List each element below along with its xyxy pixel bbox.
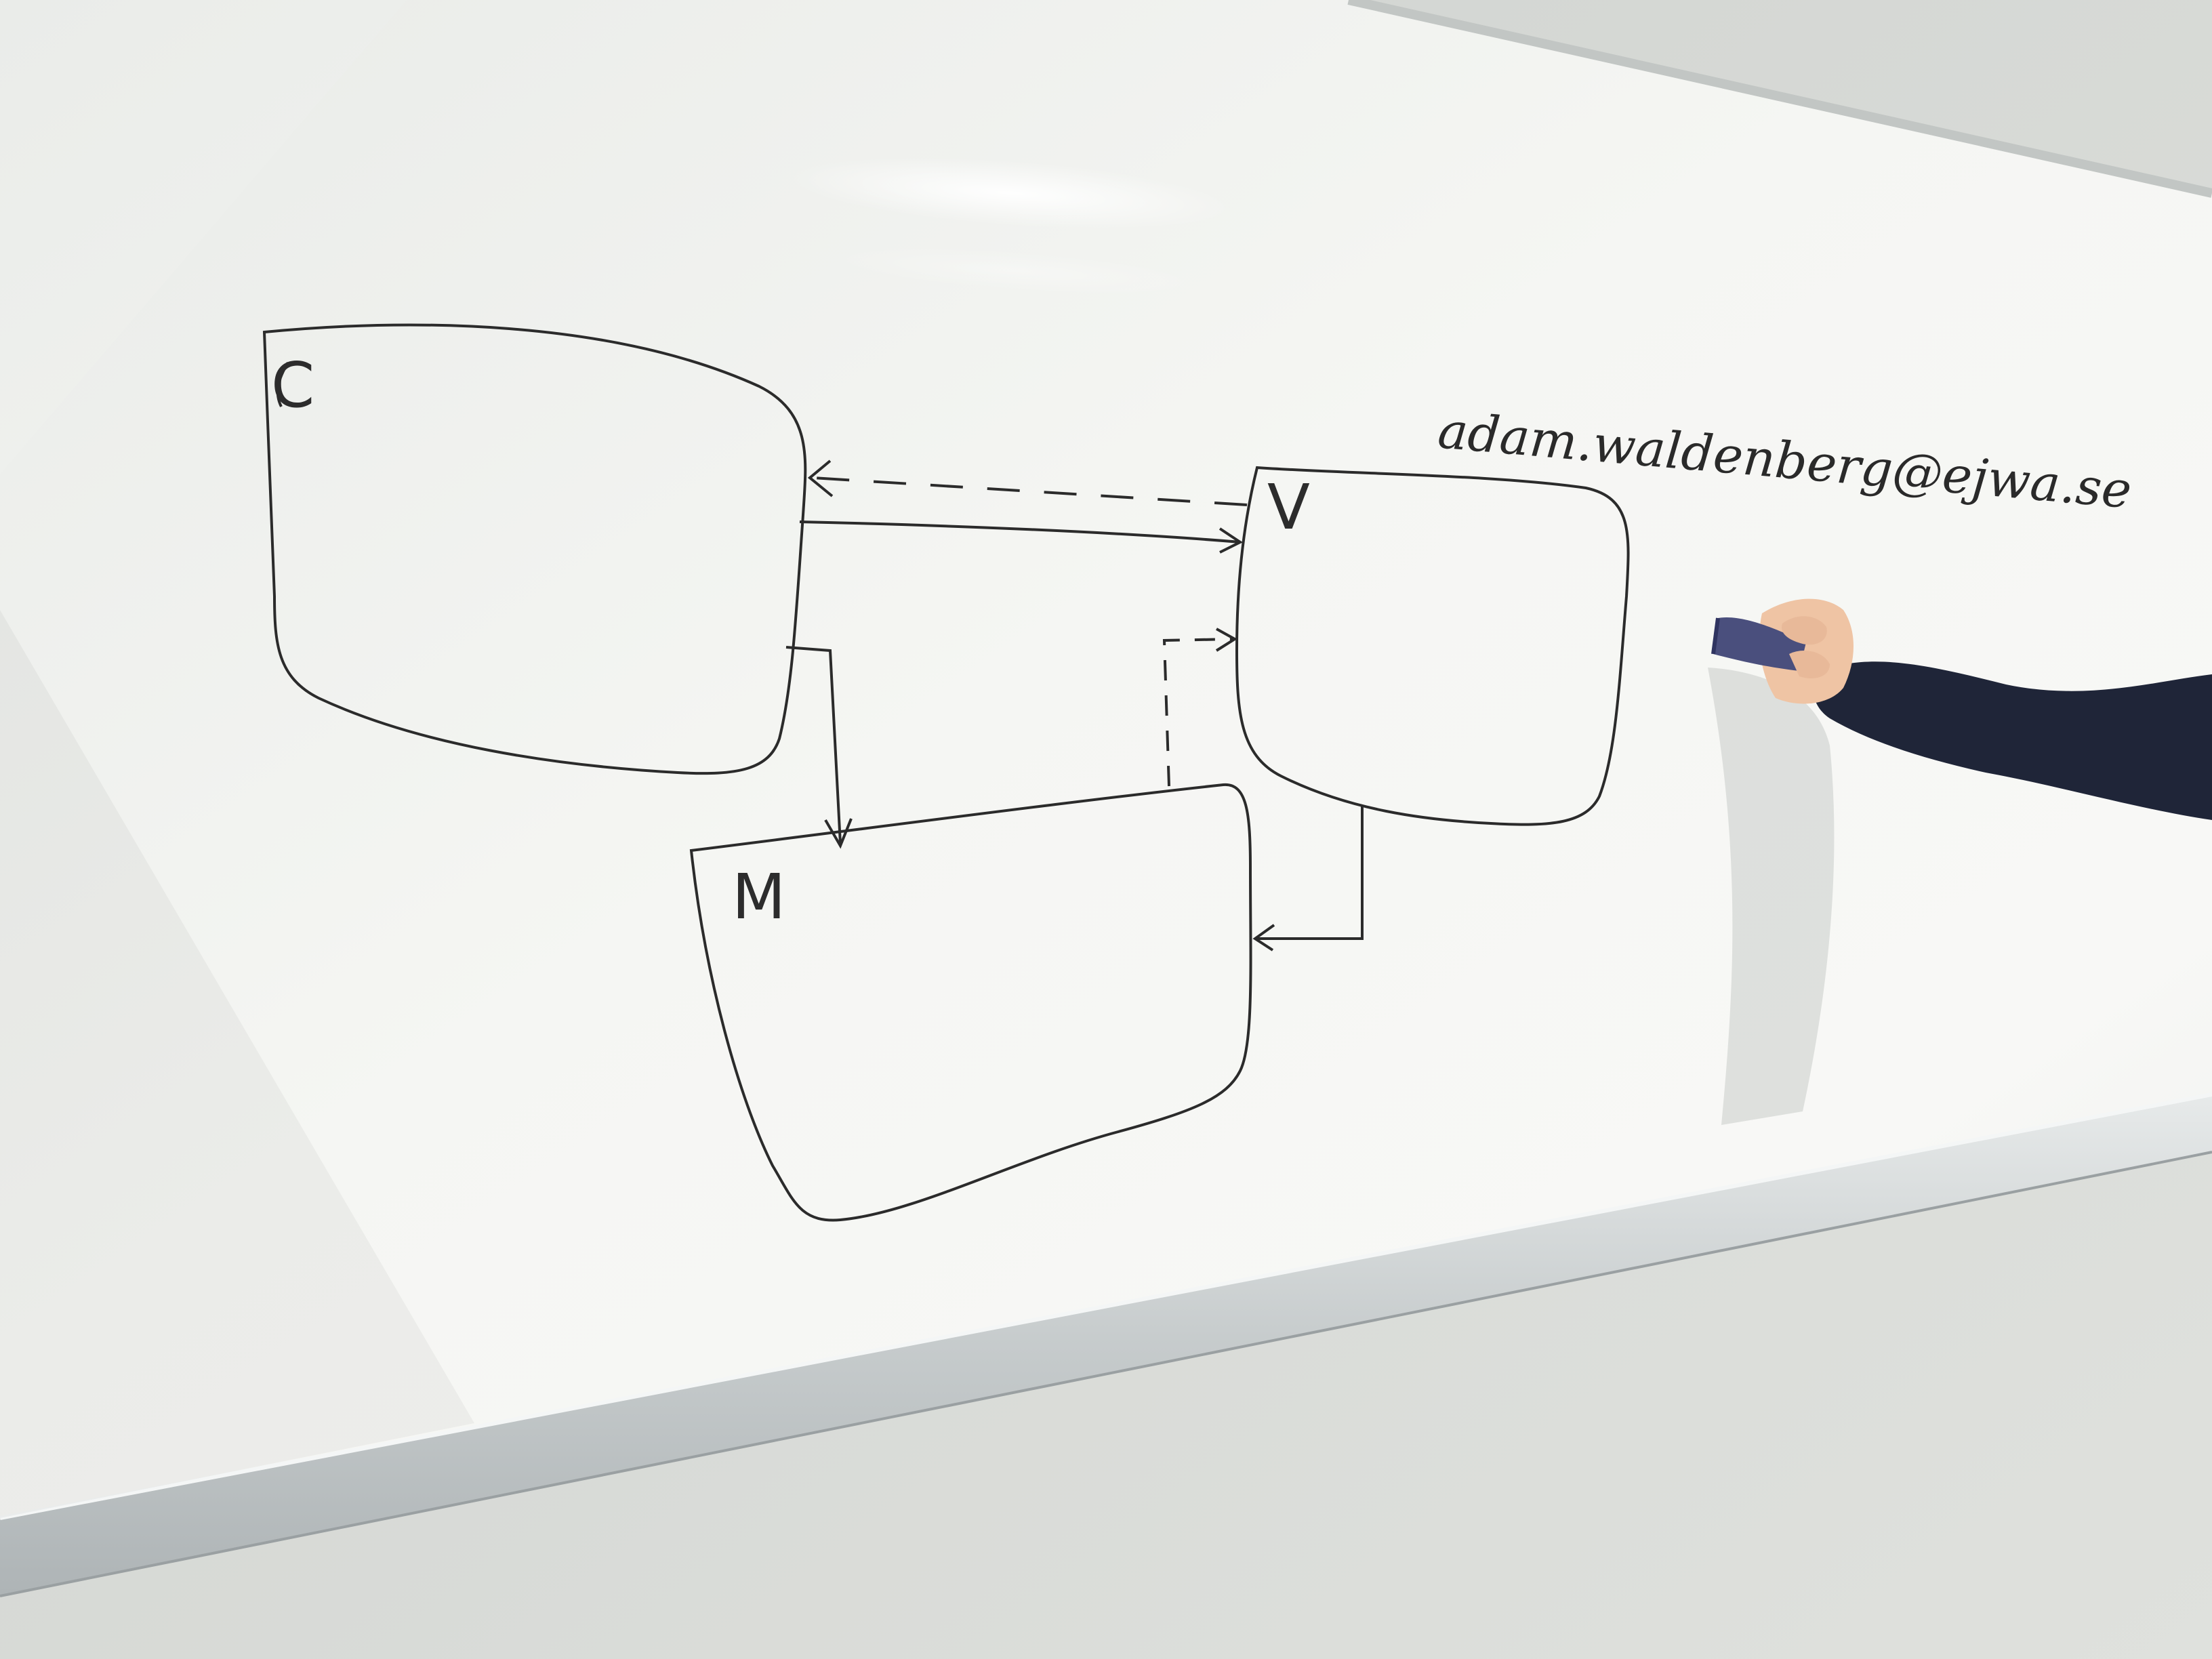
- arrow-v-to-c: [807, 459, 1248, 506]
- tray-shadow: [0, 1151, 2212, 1597]
- box-c: [262, 323, 807, 775]
- eraser: [1713, 617, 1806, 671]
- marker-tray: [0, 1094, 2212, 1596]
- tray-highlight: [0, 1092, 2212, 1520]
- arm-with-eraser: [1708, 598, 2212, 1125]
- box-m: [689, 783, 1252, 1222]
- arrow-c-to-m: [785, 646, 853, 849]
- whiteboard-surface: [0, 0, 2212, 1518]
- box-v: [1235, 466, 1630, 826]
- arrow-c-to-v: [799, 520, 1243, 554]
- light-reflection: [786, 157, 1233, 230]
- sleeve: [1814, 661, 2212, 820]
- arm-shadow: [1708, 668, 1835, 1125]
- arrow-v-to-m: [1252, 806, 1364, 951]
- box-c-label: C: [271, 349, 314, 422]
- box-m-label: M: [732, 861, 785, 933]
- whiteboard-top-frame: [1347, 0, 2212, 198]
- box-v-label: V: [1267, 471, 1310, 544]
- light-reflection-secondary: [827, 247, 1206, 295]
- arrow-m-to-v: [1162, 628, 1237, 787]
